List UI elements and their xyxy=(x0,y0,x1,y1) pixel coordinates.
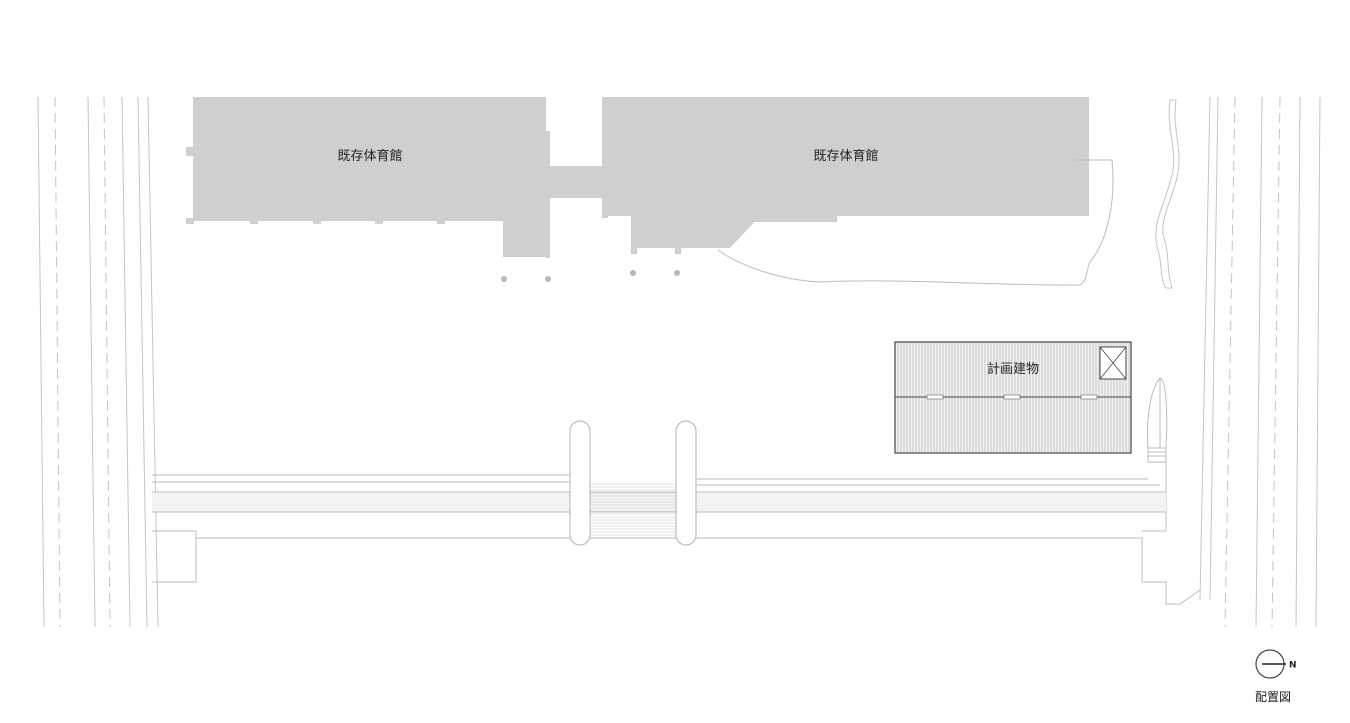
crosswalk-stripes xyxy=(590,483,676,536)
north-letter: N xyxy=(1289,661,1297,671)
existing-gym-west xyxy=(186,97,550,257)
gym-east-annex-outline xyxy=(717,159,1114,286)
existing-gym-east xyxy=(602,97,1089,254)
site-plan-caption: 配置図 xyxy=(1255,690,1291,704)
gym-connector xyxy=(546,166,604,258)
column-dots xyxy=(501,270,680,282)
planned-building xyxy=(894,341,1132,454)
barrier-pills xyxy=(569,420,697,546)
north-arrow: N xyxy=(1255,649,1297,679)
planned-building-label: 計画建物 xyxy=(987,361,1039,377)
gym-east-label: 既存体育館 xyxy=(813,148,878,164)
gym-west-label: 既存体育館 xyxy=(337,148,402,164)
right-road-lines xyxy=(1199,96,1321,628)
east-small-structure xyxy=(1147,376,1168,463)
left-road-lines xyxy=(37,96,159,628)
creek-outline xyxy=(1155,99,1180,289)
